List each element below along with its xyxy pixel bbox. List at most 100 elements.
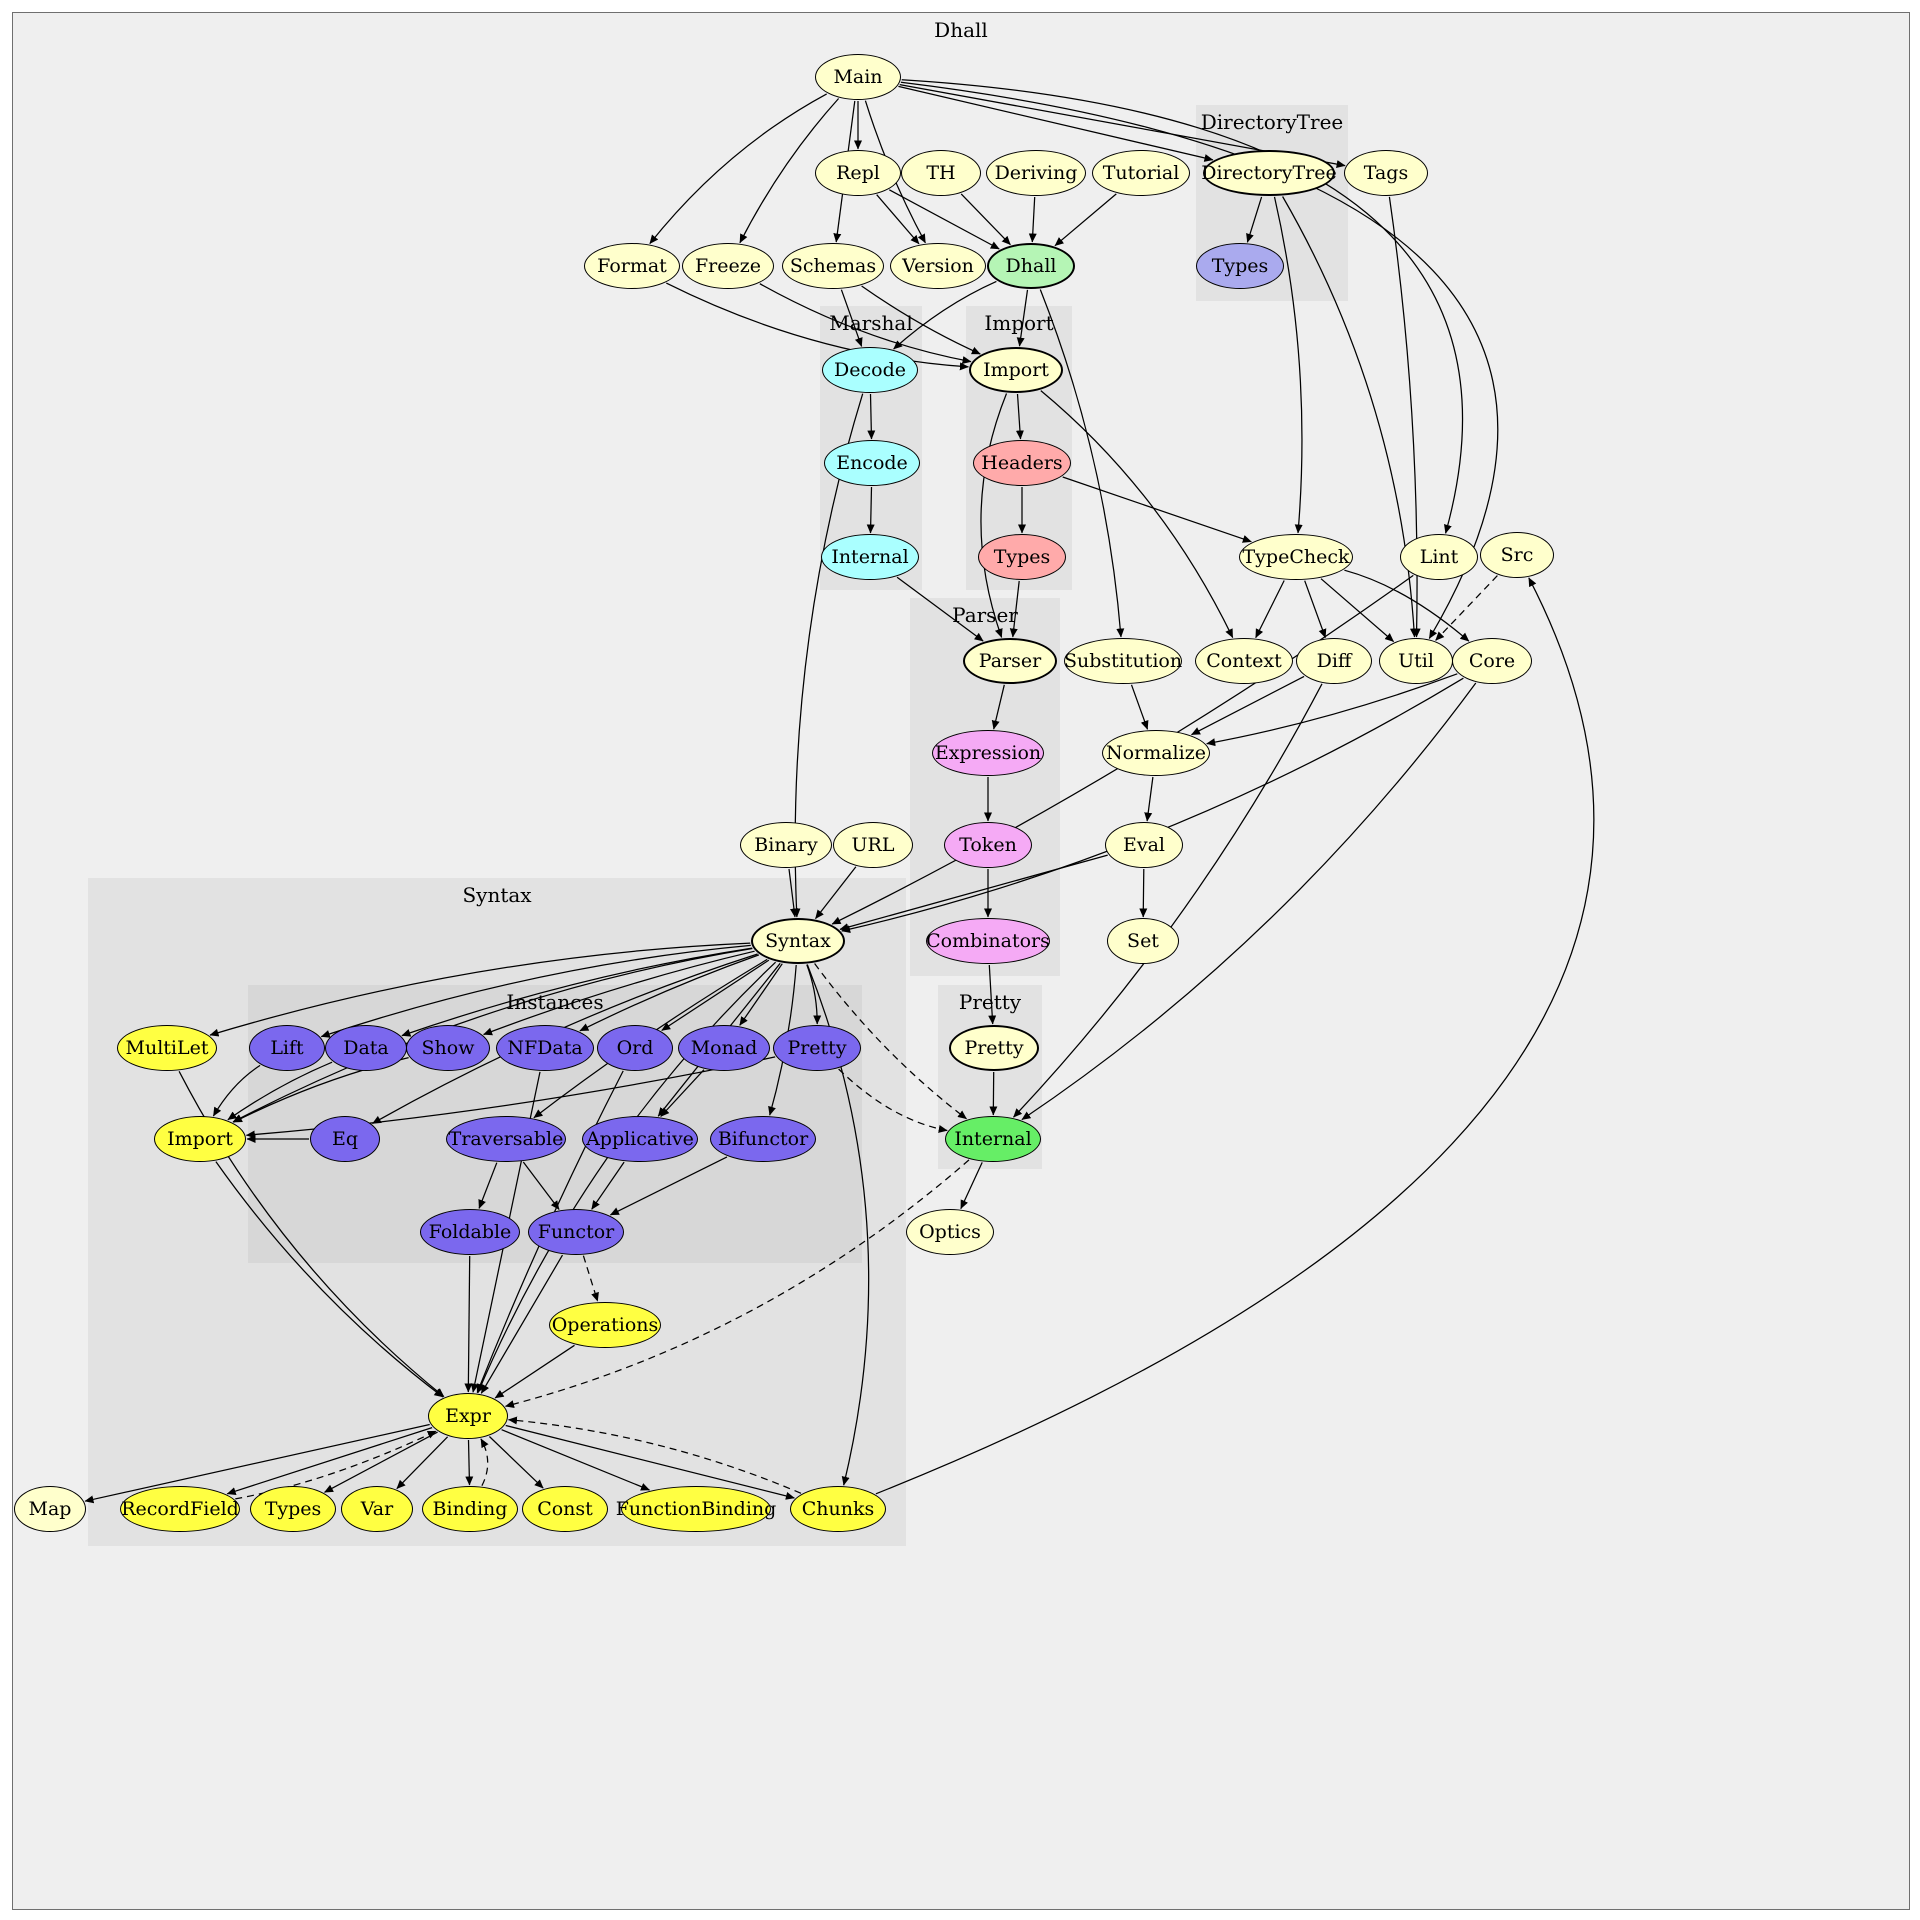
node-headers: Headers: [973, 440, 1071, 486]
edge-pretty_i-to-internal_p: [838, 1068, 948, 1133]
edge-typecheck-to-context: [1255, 580, 1285, 639]
edge-eval-to-set: [1139, 868, 1148, 918]
edge-eval-to-syntax: [839, 854, 1108, 931]
edge-data-to-import_s: [227, 1061, 333, 1121]
node-operations: Operations: [549, 1302, 661, 1348]
node-bifunctor: Bifunctor: [710, 1116, 816, 1162]
edge-i_types-to-parser: [1009, 580, 1020, 638]
node-token: Token: [944, 822, 1032, 868]
node-import: Import: [969, 347, 1063, 393]
edge-import-to-headers: [1015, 393, 1024, 440]
edge-dhall-to-substitution: [1039, 289, 1125, 638]
edge-recordfield-to-expr: [235, 1430, 437, 1500]
edge-syntax-to-expr: [477, 961, 777, 1394]
edge-chunks-to-expr: [508, 1416, 802, 1494]
edge-main-to-format: [649, 93, 827, 244]
edge-applicative-to-functor: [591, 1161, 625, 1210]
node-nfdata: NFData: [496, 1025, 594, 1071]
edge-binding-to-expr: [480, 1438, 489, 1486]
node-version: Version: [890, 243, 986, 289]
edge-repl-to-dhall: [889, 189, 1000, 250]
node-core: Core: [1452, 638, 1532, 684]
node-parser: Parser: [963, 638, 1057, 684]
node-lift: Lift: [249, 1025, 325, 1071]
edge-typecheck-to-core: [1344, 569, 1470, 642]
edge-expr-to-chunks: [505, 1424, 795, 1500]
cluster-label-parser: Parser: [952, 603, 1018, 627]
edge-core-to-normalize: [1206, 673, 1458, 747]
node-encode: Encode: [824, 440, 920, 486]
node-optics: Optics: [906, 1209, 994, 1255]
edge-typecheck-to-diff: [1304, 580, 1327, 639]
edge-th-to-dhall: [960, 193, 1011, 246]
edge-typecheck-to-util: [1320, 578, 1395, 643]
edge-functor-to-operations: [582, 1255, 599, 1302]
node-syntax: Syntax: [751, 918, 845, 964]
node-format: Format: [584, 243, 680, 289]
edge-m_internal-to-parser: [896, 576, 984, 642]
node-eval: Eval: [1105, 822, 1183, 868]
node-show: Show: [406, 1025, 490, 1071]
node-deriving: Deriving: [986, 150, 1086, 196]
node-util: Util: [1379, 638, 1453, 684]
edge-syntax-to-data: [401, 947, 753, 1037]
node-expr: Expr: [428, 1393, 508, 1439]
edge-main-to-lint: [901, 79, 1464, 534]
edge-parser-to-expression: [991, 684, 1005, 730]
node-binary: Binary: [740, 822, 832, 868]
edge-dhall-to-decode: [893, 280, 997, 350]
edge-internal_p-to-expr: [505, 1159, 970, 1409]
edge-url-to-syntax: [815, 866, 857, 919]
edge-expr-to-recordfield: [226, 1427, 433, 1495]
edge-syntax-to-pretty_i: [806, 964, 822, 1025]
node-url: URL: [833, 822, 913, 868]
node-dhall: Dhall: [987, 243, 1075, 289]
edge-format-to-import: [666, 282, 969, 371]
node-recordfield: RecordField: [120, 1486, 240, 1532]
node-data: Data: [325, 1025, 407, 1071]
edge-freeze-to-import: [759, 283, 972, 364]
edge-tutorial-to-dhall: [1054, 193, 1117, 247]
edge-expr-to-binding: [465, 1439, 474, 1486]
node-ord: Ord: [597, 1025, 673, 1071]
cluster-label-directorytree: DirectoryTree: [1200, 110, 1344, 134]
edge-main-to-util: [900, 81, 1499, 639]
edge-syntax-to-lift: [320, 944, 751, 1038]
edge-repl-to-version: [876, 194, 920, 245]
edge-syntax-to-nfdata: [579, 954, 760, 1032]
edge-decode-to-encode: [867, 393, 876, 440]
edge-syntax-to-multilet: [209, 942, 751, 1037]
edge-internal_p-to-optics: [960, 1162, 983, 1210]
node-traversable: Traversable: [446, 1116, 566, 1162]
edge-substitution-to-normalize: [1130, 684, 1149, 730]
edge-directorytree-to-dt_types: [1246, 196, 1263, 243]
node-expression: Expression: [932, 730, 1044, 776]
edge-dhall-to-import: [1016, 289, 1029, 347]
node-th: TH: [901, 150, 981, 196]
node-functionbinding: FunctionBinding: [616, 1486, 776, 1532]
edge-directorytree-to-typecheck: [1273, 196, 1303, 534]
edge-bifunctor-to-functor: [609, 1156, 728, 1216]
edge-syntax-to-ord: [661, 959, 770, 1032]
edge-expr-to-const: [488, 1436, 544, 1489]
edge-tags-to-util: [1388, 196, 1421, 638]
edge-chunks-to-src: [875, 577, 1595, 1495]
node-set: Set: [1107, 918, 1179, 964]
node-tutorial: Tutorial: [1092, 150, 1190, 196]
edge-traversable-to-functor: [522, 1161, 560, 1210]
edge-diff-to-internal_p: [1013, 683, 1323, 1118]
node-import_s: Import: [154, 1116, 246, 1162]
node-pretty: Pretty: [949, 1025, 1039, 1071]
node-eq: Eq: [310, 1116, 380, 1162]
node-typecheck: TypeCheck: [1239, 534, 1353, 580]
edge-schemas-to-decode: [840, 289, 863, 347]
edge-headers-to-typecheck: [1062, 476, 1252, 543]
node-substitution: Substitution: [1064, 638, 1182, 684]
edge-operations-to-expr: [494, 1344, 575, 1399]
node-schemas: Schemas: [782, 243, 884, 289]
node-normalize: Normalize: [1102, 730, 1210, 776]
node-decode: Decode: [822, 347, 918, 393]
edge-schemas-to-import: [861, 285, 981, 355]
cluster-label-syntax: Syntax: [462, 883, 532, 907]
